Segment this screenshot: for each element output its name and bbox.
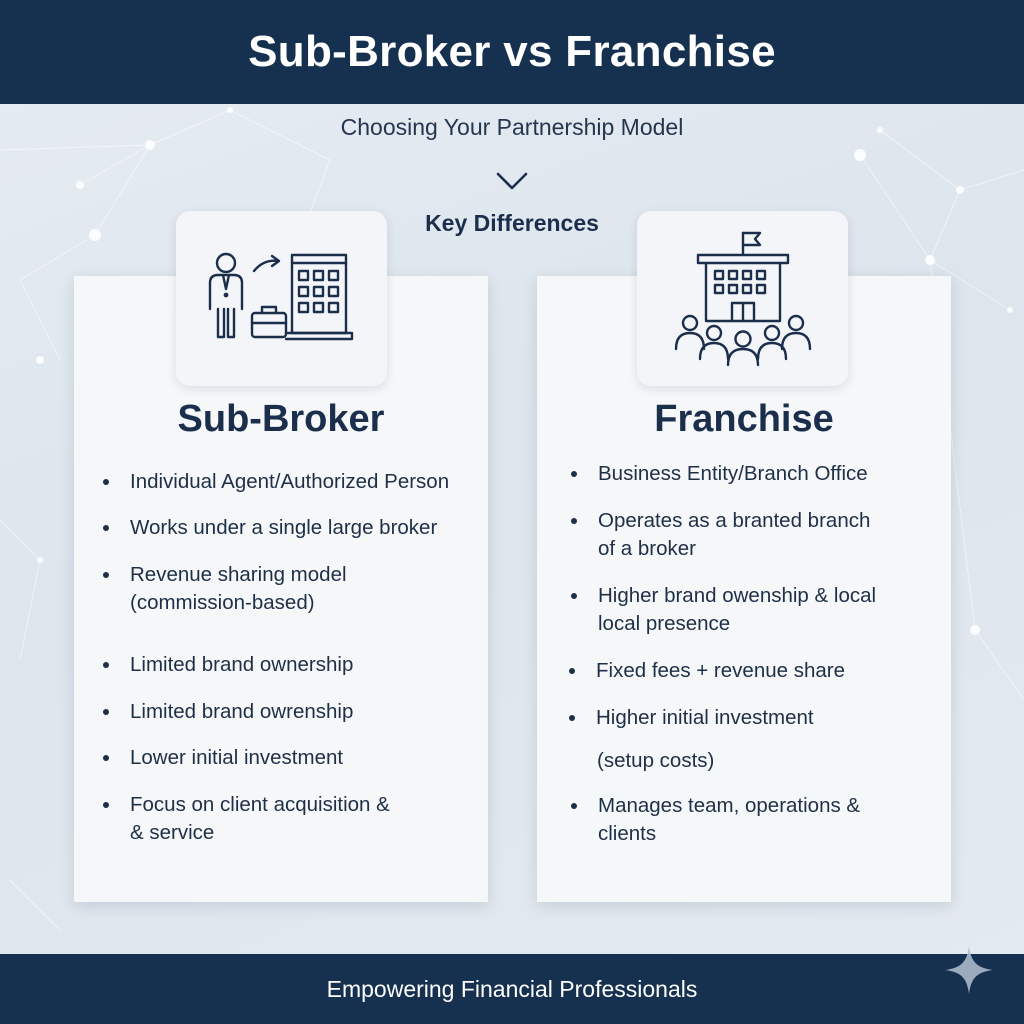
bullet-dot [571, 803, 577, 809]
franchise-building-team-icon [674, 231, 811, 366]
list-item: Limited brand ownership [103, 651, 353, 679]
bullet-dot [103, 755, 109, 761]
sparkle-icon [945, 946, 993, 994]
list-item: Business Entity/Branch Office [571, 460, 868, 488]
list-item: Lower initial investment [103, 744, 343, 772]
section-label: Key Differences [425, 210, 599, 236]
list-item-continuation: (setup costs) [597, 749, 715, 772]
bullet-dot [569, 715, 575, 721]
list-item: Revenue sharing model (commission-based) [103, 561, 347, 617]
footer-bar: Empowering Financial Professionals [0, 954, 1024, 1024]
list-item: Higher brand owenship & local local pres… [571, 582, 876, 638]
bullet-dot [103, 662, 109, 668]
list-item: Limited brand owrenship [103, 698, 353, 726]
list-item: Higher initial investment [569, 704, 814, 732]
bullet-dot [571, 518, 577, 524]
bullet-dot [103, 709, 109, 715]
list-item: Focus on client acquisition & & service [103, 791, 390, 847]
list-item: Operates as a branted branch of a broker [571, 507, 870, 563]
chevron-down-icon [496, 172, 528, 190]
list-item: Works under a single large broker [103, 514, 437, 542]
page-title: Sub-Broker vs Franchise [248, 27, 776, 76]
bullet-dot [103, 525, 109, 531]
bullet-dot [103, 479, 109, 485]
page-subtitle: Choosing Your Partnership Model [340, 114, 684, 140]
bullet-dot [571, 471, 577, 477]
franchise-icon-box [637, 211, 848, 386]
bullet-dot [103, 572, 109, 578]
sub-broker-icon-box [176, 211, 387, 386]
agent-to-building-icon [208, 252, 353, 340]
list-item: Fixed fees + revenue share [569, 657, 845, 685]
franchise-title: Franchise [654, 398, 834, 440]
bullet-dot [571, 593, 577, 599]
list-item: Individual Agent/Authorized Person [103, 468, 449, 496]
sub-broker-title: Sub-Broker [177, 398, 385, 440]
list-item: Manages team, operations & clients [571, 792, 860, 848]
header-bar: Sub-Broker vs Franchise [0, 0, 1024, 104]
bullet-dot [569, 668, 575, 674]
bullet-dot [103, 802, 109, 808]
footer-text: Empowering Financial Professionals [326, 975, 698, 1002]
